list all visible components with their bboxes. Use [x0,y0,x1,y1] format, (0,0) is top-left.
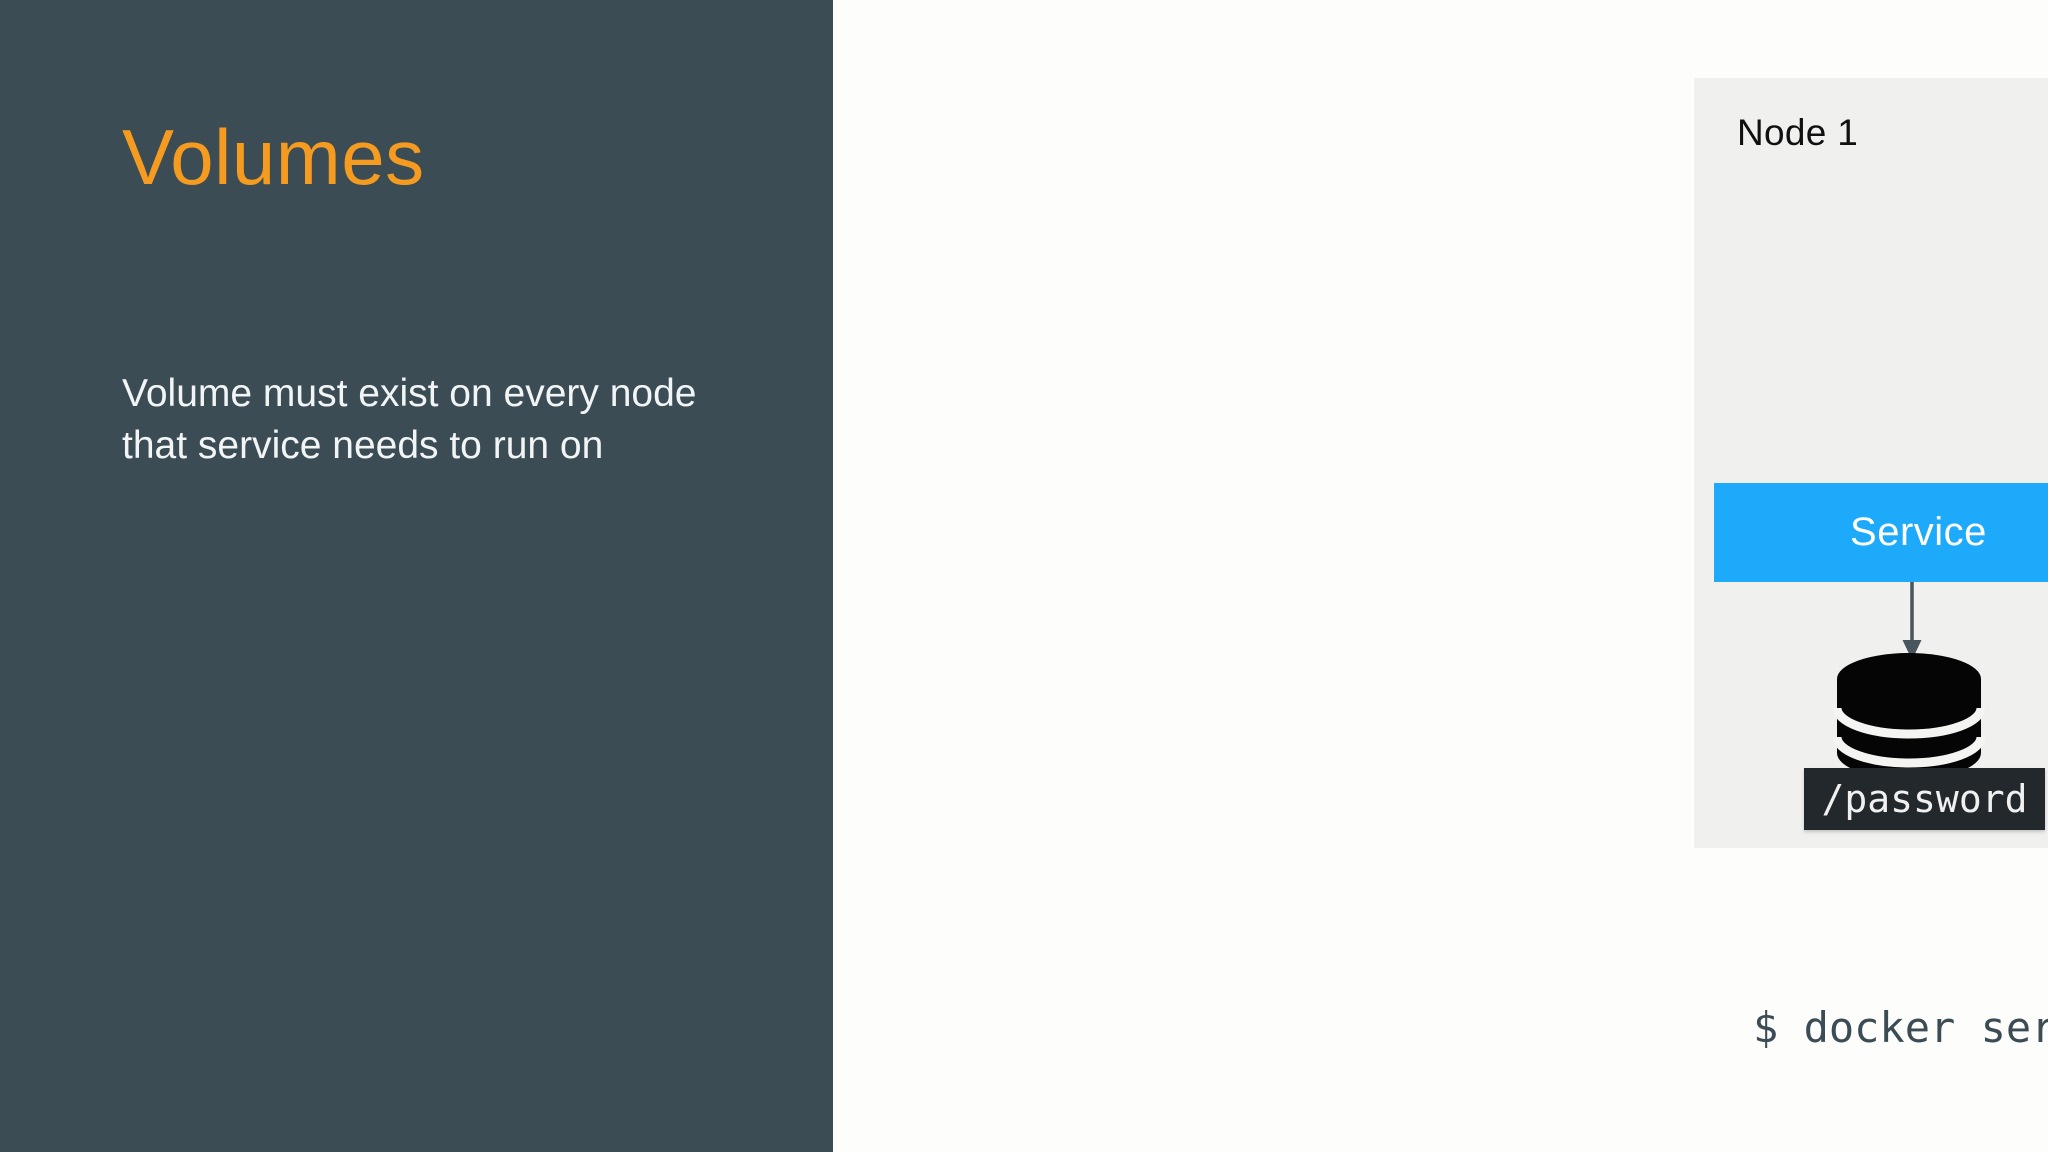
node-1-label: Node 1 [1737,112,1859,153]
service-box-node-1: Service [1714,483,2048,582]
title-panel: Volumes Volume must exist on every node … [0,0,833,1152]
volume-path-label-node-1: /password [1804,768,2045,830]
arrow-down-icon [1902,582,1922,660]
service-box-label: Service [1850,510,1987,554]
slide-subtitle: Volume must exist on every node that ser… [122,372,697,467]
diagram-area: Node 1 Service /password Node 2 Service [833,0,2048,1152]
page-title: Volumes [122,113,425,201]
volume-path-text: /password [1821,777,2028,821]
command-block: $ docker service create \ -v some/host/d… [1753,868,2048,1152]
command-line-1: $ docker service create \ [1753,1002,2048,1052]
database-cylinder-icon [1833,653,1985,779]
